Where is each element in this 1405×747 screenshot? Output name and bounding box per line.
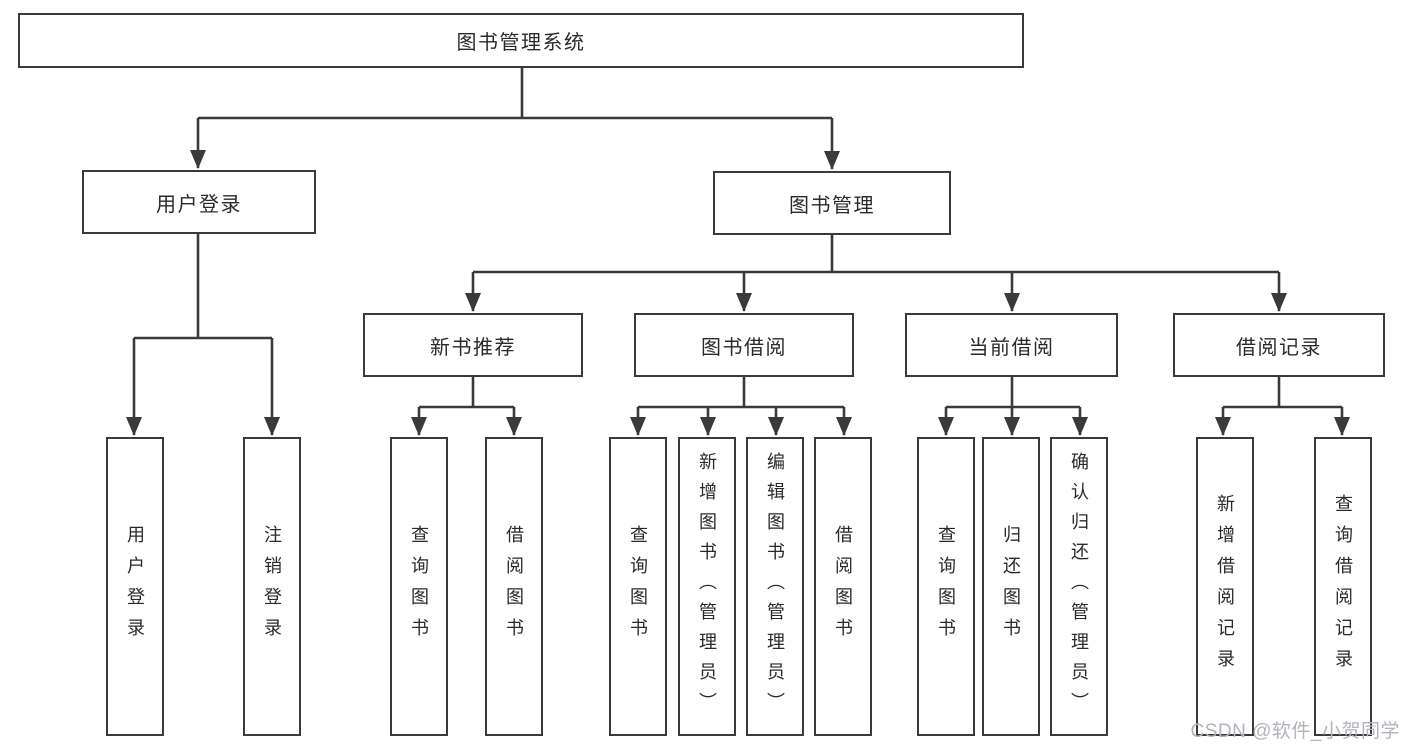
node-book-borrowing: 图书借阅 [634, 313, 854, 377]
leaf-label: 新增图书（管理员） [697, 451, 717, 722]
connector-user-login-to-leaves [126, 234, 280, 436]
leaf-query-books-borrowing: 查询图书 [609, 437, 667, 736]
leaf-label: 新增借阅记录 [1215, 493, 1235, 680]
leaf-add-borrow-record: 新增借阅记录 [1196, 437, 1254, 736]
leaf-label: 归还图书 [1001, 524, 1021, 649]
leaf-query-books-recommend: 查询图书 [390, 437, 448, 736]
connector-root-to-level2 [190, 68, 840, 170]
leaf-query-books-current: 查询图书 [917, 437, 975, 736]
leaf-user-login: 用户登录 [106, 437, 164, 736]
leaf-label: 注销登录 [262, 524, 282, 649]
leaf-confirm-return-admin: 确认归还（管理员） [1050, 437, 1108, 736]
leaf-edit-book-admin: 编辑图书（管理员） [746, 437, 804, 736]
leaf-label: 确认归还（管理员） [1069, 451, 1089, 722]
leaf-borrow-books-recommend: 借阅图书 [485, 437, 543, 736]
connector-current-borrowing-to-leaves [938, 377, 1088, 436]
leaf-label: 查询图书 [628, 524, 648, 649]
leaf-logout: 注销登录 [243, 437, 301, 736]
connector-book-borrowing-to-leaves [630, 377, 852, 436]
leaf-label: 编辑图书（管理员） [765, 451, 785, 722]
leaf-label: 查询借阅记录 [1333, 493, 1353, 680]
leaf-borrow-books-borrowing: 借阅图书 [814, 437, 872, 736]
node-new-book-recommend: 新书推荐 [363, 313, 583, 377]
leaf-return-books: 归还图书 [982, 437, 1040, 736]
node-library-management-system: 图书管理系统 [18, 13, 1024, 68]
node-current-borrowing: 当前借阅 [905, 313, 1118, 377]
node-book-management: 图书管理 [713, 171, 951, 235]
leaf-label: 用户登录 [125, 524, 145, 649]
connector-borrow-records-to-leaves [1215, 377, 1350, 436]
node-user-login: 用户登录 [82, 170, 316, 234]
leaf-query-borrow-record: 查询借阅记录 [1314, 437, 1372, 736]
connector-new-book-recommend-to-leaves [411, 377, 522, 436]
leaf-label: 查询图书 [409, 524, 429, 649]
csdn-watermark: CSDN @软件_小贺同学 [1190, 721, 1400, 742]
leaf-label: 借阅图书 [504, 524, 524, 649]
node-borrow-records: 借阅记录 [1173, 313, 1385, 377]
leaf-label: 借阅图书 [833, 524, 853, 649]
leaf-label: 查询图书 [936, 524, 956, 649]
leaf-add-book-admin: 新增图书（管理员） [678, 437, 736, 736]
connector-book-management-to-level3 [465, 235, 1287, 312]
